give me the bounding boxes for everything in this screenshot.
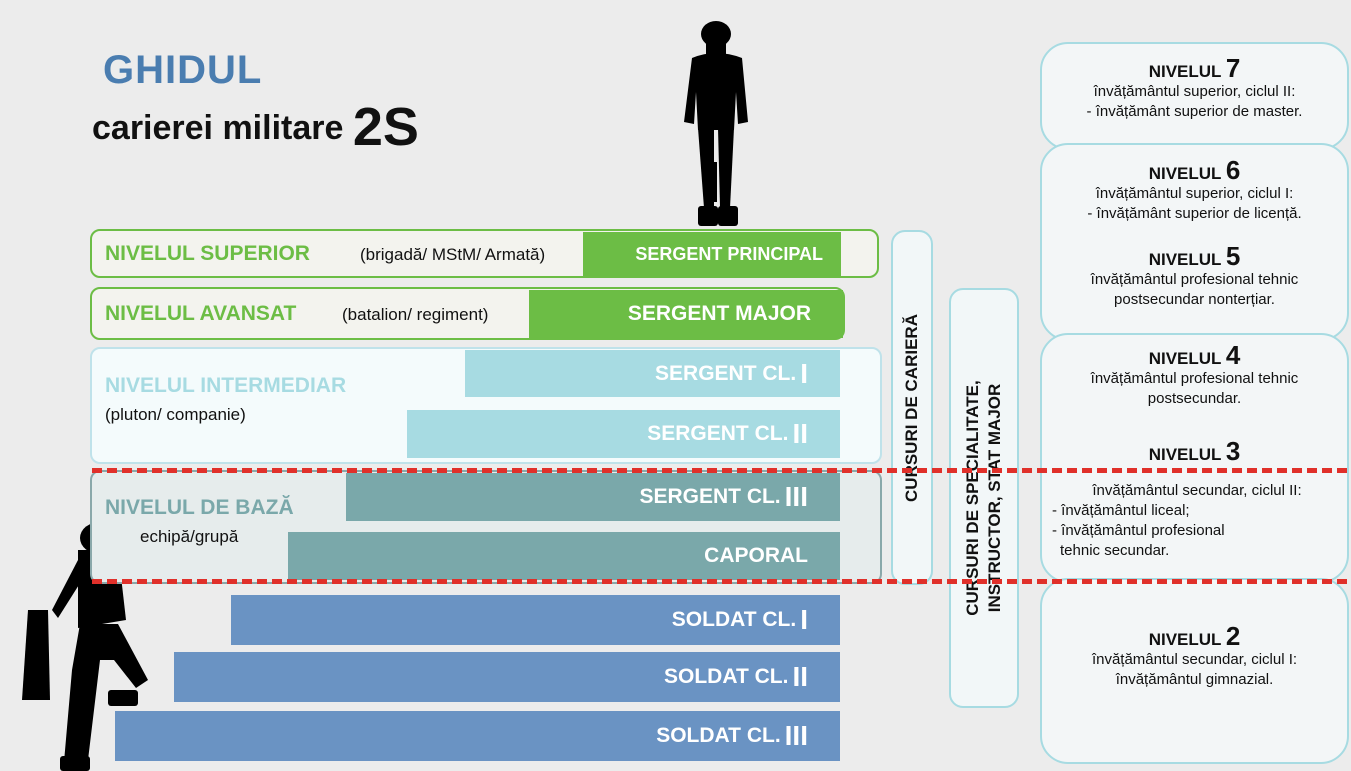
rank-sergent-major: SERGENT MAJOR [529, 290, 843, 338]
rank-roman: I [800, 604, 808, 635]
level-intermediar-scope: (pluton/ companie) [105, 405, 246, 424]
nivel-4-line: învățământul profesional tehnic [1090, 370, 1299, 387]
dashed-separator-lower [92, 579, 1347, 584]
nivel-7-line: - învățământ superior de master. [1086, 103, 1303, 120]
card-nivel-2 [1040, 578, 1349, 764]
nivel-3-text: învățământul secundar, ciclul II: - învă… [1052, 481, 1342, 561]
rank-label: SOLDAT CL. [656, 724, 781, 747]
rank-label: SERGENT CL. [655, 361, 797, 385]
nivel-6-line: - învățământ superior de licență. [1087, 205, 1302, 222]
nivel-3-line: - învățământul profesional [1052, 522, 1225, 539]
specialty-courses-label: CURSURI DE SPECIALITATE,INSTRUCTOR, STAT… [962, 348, 1006, 648]
nivel-3-head: NIVELUL 3 [1148, 436, 1241, 466]
nivel-7-head: NIVELUL 7 [1148, 53, 1241, 83]
rank-caporal: CAPORAL [288, 532, 840, 580]
nivel-3-head-wrap: NIVELUL 3 [1040, 436, 1349, 466]
rank-sergent-cl2: SERGENT CL.II [407, 410, 840, 458]
level-superior-name: NIVELUL SUPERIOR [105, 242, 310, 265]
soldier-silhouette-icon [684, 21, 748, 226]
nivel-4-line: postsecundar. [1147, 390, 1242, 407]
level-intermediar-name: NIVELUL INTERMEDIAR [105, 374, 347, 397]
subtitle-2s: 2S [352, 97, 419, 157]
level-avansat-name: NIVELUL AVANSAT [105, 302, 297, 325]
career-courses-label: CURSURI DE CARIERĂ [902, 314, 921, 502]
rank-sergent-cl3: SERGENT CL.III [346, 473, 840, 521]
rank-roman: I [800, 357, 808, 389]
nivel-5-line: postsecundar nonterțiar. [1114, 291, 1275, 308]
career-courses-pill [891, 230, 933, 585]
rank-label: CAPORAL [704, 544, 808, 567]
nivel-3-line: tehnic secundar. [1060, 542, 1170, 559]
nivel-7-line: învățământul superior, ciclul II: [1093, 83, 1296, 100]
level-baza-name: NIVELUL DE BAZĂ [105, 496, 294, 519]
specialty-line2: INSTRUCTOR, STAT MAJOR [985, 383, 1004, 613]
nivel-2-line: învățământul gimnazial. [1115, 671, 1274, 688]
nivel-5-line: învățământul profesional tehnic [1090, 271, 1299, 288]
rank-roman: II [792, 418, 808, 449]
nivel-6-line: învățământul superior, ciclul I: [1095, 185, 1294, 202]
level-avansat-scope: (batalion/ regiment) [342, 305, 489, 324]
level-superior-scope: (brigadă/ MStM/ Armată) [360, 245, 546, 264]
rank-label: SOLDAT CL. [664, 665, 789, 688]
nivel-7-text: NIVELUL 7 învățământul superior, ciclul … [1040, 53, 1349, 122]
nivel-4-head: NIVELUL 4 [1148, 340, 1241, 370]
card-nivel-4-3 [1040, 333, 1349, 583]
rank-soldat-cl2: SOLDAT CL.II [174, 652, 840, 702]
nivel-5-head: NIVELUL 5 [1148, 241, 1241, 271]
rank-sergent-cl1: SERGENT CL.I [465, 350, 840, 397]
rank-sergent-principal: SERGENT PRINCIPAL [583, 232, 841, 276]
rank-label: SOLDAT CL. [671, 608, 797, 631]
level-baza-scope: echipă/grupă [140, 527, 239, 546]
nivel-2-text: NIVELUL 2 învățământul secundar, ciclul … [1040, 621, 1349, 690]
nivel-6-head: NIVELUL 6 [1148, 155, 1241, 185]
card-nivel-6-5 [1040, 143, 1349, 341]
subtitle-text: carierei militare [92, 109, 344, 147]
nivel-3-line: - învățământul liceal; [1052, 502, 1190, 519]
nivel-2-line: învățământul secundar, ciclul I: [1091, 651, 1298, 668]
rank-soldat-cl3: SOLDAT CL.III [115, 711, 840, 761]
rank-label: SERGENT PRINCIPAL [635, 243, 823, 264]
rank-label: SERGENT MAJOR [627, 302, 811, 325]
page-subtitle: carierei militare 2S [92, 90, 419, 157]
rank-roman: III [784, 720, 808, 751]
nivel-3-line: învățământul secundar, ciclul II: [1092, 482, 1302, 499]
rank-soldat-cl1: SOLDAT CL.I [231, 595, 840, 645]
rank-roman: II [792, 661, 808, 692]
nivel-5-text: NIVELUL 5 învățământul profesional tehni… [1040, 241, 1349, 310]
page-title: GHIDUL [103, 48, 263, 92]
rank-label: SERGENT CL. [639, 485, 781, 508]
nivel-6-text: NIVELUL 6 învățământul superior, ciclul … [1040, 155, 1349, 224]
rank-roman: III [784, 481, 808, 512]
specialty-courses-pill [949, 288, 1019, 708]
dashed-separator-upper [92, 468, 1347, 473]
nivel-2-head: NIVELUL 2 [1148, 621, 1241, 651]
rank-label: SERGENT CL. [647, 422, 789, 445]
nivel-4-text: NIVELUL 4 învățământul profesional tehni… [1040, 340, 1349, 409]
